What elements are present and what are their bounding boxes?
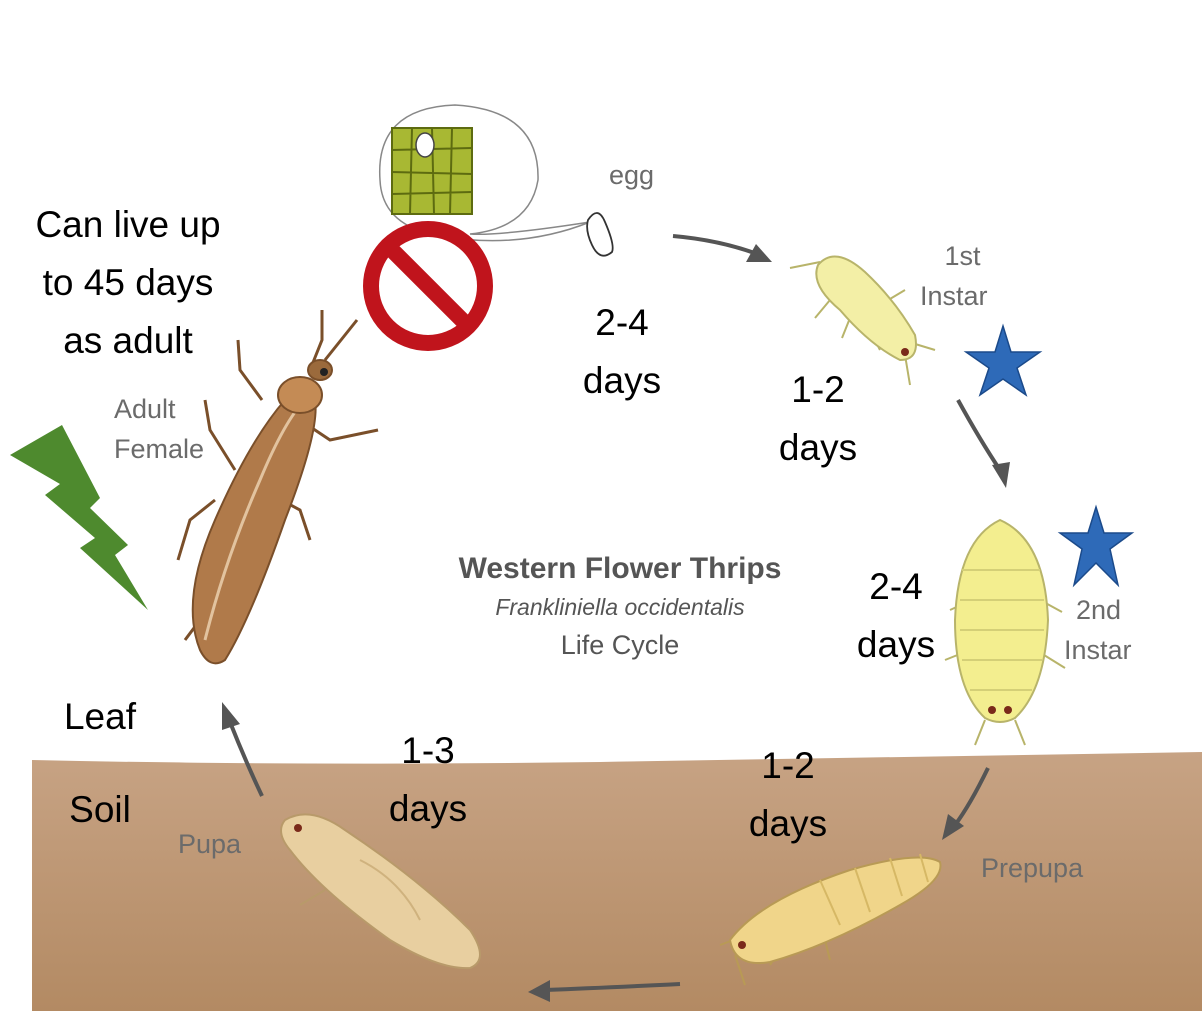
label-pupa: Pupa [178, 824, 241, 864]
label-adult-line1: Adult [114, 389, 176, 429]
egg-icon [587, 213, 613, 256]
prohibit-icon [371, 229, 485, 343]
label-1st-instar-line1: 1st [940, 236, 985, 276]
diagram-title: Western Flower Thrips [420, 552, 820, 586]
star-icon-1st-instar [966, 326, 1040, 395]
duration-pupa-line1: 1-3 [366, 722, 490, 780]
label-2nd-instar-line1: 2nd [1076, 590, 1121, 630]
duration-1st-instar-line2: days [756, 419, 880, 477]
duration-pupa-line2: days [366, 780, 490, 838]
diagram-subtitle: Life Cycle [420, 630, 820, 661]
leaf-cell-callout [380, 105, 590, 241]
arrow-egg-to-1st-icon [673, 236, 760, 255]
label-adult-line2: Female [114, 429, 204, 469]
label-egg: egg [609, 155, 654, 195]
scientific-name: Frankliniella occidentalis [420, 594, 820, 621]
zone-soil-label: Soil [40, 781, 160, 839]
duration-prepupa-line2: days [726, 795, 850, 853]
leaf-cells-icon [392, 128, 472, 214]
label-prepupa: Prepupa [981, 848, 1083, 888]
duration-egg-line1: 2-4 [560, 294, 684, 352]
duration-prepupa-line1: 1-2 [726, 737, 850, 795]
zone-leaf-label: Leaf [40, 688, 160, 746]
duration-2nd-instar-line1: 2-4 [834, 558, 958, 616]
arrow-1st-to-2nd-icon [958, 400, 1000, 470]
label-2nd-instar-line2: Instar [1064, 630, 1132, 670]
adult-lifespan-line2: to 45 days [10, 254, 246, 312]
label-1st-instar-line2: Instar [920, 276, 988, 316]
duration-1st-instar-line1: 1-2 [756, 361, 880, 419]
adult-lifespan-line1: Can live up [10, 196, 246, 254]
adult-lifespan-line3: as adult [10, 312, 246, 370]
second-instar-larva-icon [945, 520, 1065, 745]
duration-egg-line2: days [560, 352, 684, 410]
duration-2nd-instar-line2: days [834, 616, 958, 674]
star-icon-2nd-instar [1060, 507, 1132, 585]
